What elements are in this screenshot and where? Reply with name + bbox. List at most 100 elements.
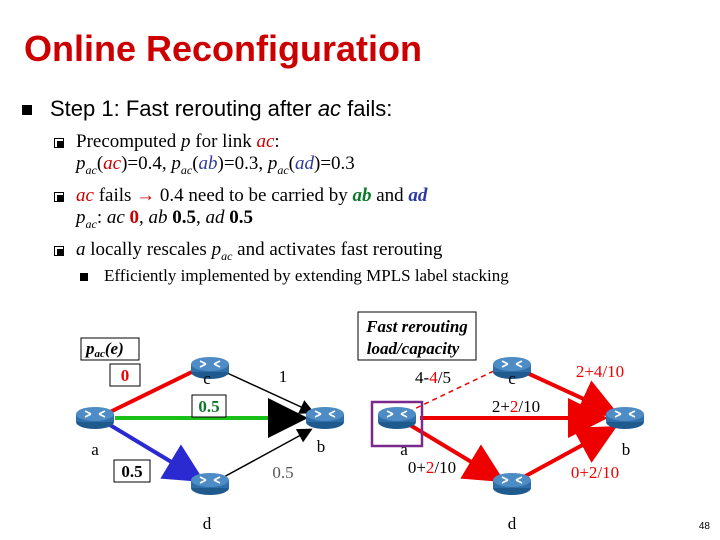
edge-left-ac [109, 366, 201, 414]
text: ( [288, 153, 295, 174]
router-left-a-icon [75, 406, 115, 430]
left-cb-value: 1 [279, 367, 288, 386]
left-node-c: c [203, 369, 211, 388]
bullet-square [22, 105, 32, 116]
text: Precomputed [76, 131, 182, 152]
text: )=0.4, [121, 153, 172, 174]
legend-p: pac(e) [84, 339, 124, 360]
bullet-2-line-1: ac fails → 0.4 need to be carried by ab … [76, 185, 427, 207]
text: )=0.3, [217, 153, 268, 174]
text: p [76, 153, 86, 174]
left-ad-value: 0.5 [121, 462, 142, 481]
step-ac: ac [317, 96, 342, 121]
text: ab [352, 185, 372, 206]
edge-right-ad [408, 423, 505, 483]
text: )=0.3 [314, 153, 355, 174]
router-left-d-icon [190, 472, 230, 496]
bullet-1-line-1: Precomputed p for link ac: [76, 131, 280, 153]
left-ab-value: 0.5 [198, 397, 219, 416]
text: ad [408, 185, 428, 206]
sub-bullet-text: Efficiently implemented by extending MPL… [104, 266, 509, 285]
bullet-checkbox-3 [54, 246, 64, 256]
text: a [76, 239, 86, 260]
text: 0.4 need to be carried by [155, 185, 353, 206]
text: ab [148, 207, 168, 228]
left-ac-value: 0 [121, 366, 130, 385]
edge-right-ac [407, 367, 501, 413]
right-node-d: d [508, 514, 517, 533]
text: ab [198, 153, 218, 174]
bullet-checkbox-1 [54, 138, 64, 148]
load-capacity-label: load/capacity [367, 339, 460, 358]
left-ab-value-box [191, 394, 227, 418]
router-right-b-icon [605, 406, 645, 430]
text: ac [85, 216, 97, 231]
node-a-highlight [370, 400, 424, 448]
text: 0.5 [167, 207, 197, 228]
text: and activates fast rerouting [232, 239, 443, 260]
text: ( [96, 153, 104, 174]
bullet-3-line: a locally rescales pac and activates fas… [76, 239, 442, 267]
left-db-value: 0.5 [272, 463, 293, 482]
right-node-b: b [622, 440, 631, 459]
page-number: 48 [698, 521, 710, 532]
text: locally rescales [85, 239, 212, 260]
left-node-b: b [317, 437, 326, 456]
text: p [171, 153, 181, 174]
step-text: Step 1: Fast rerouting after [50, 96, 318, 121]
right-ab-value: 2+2/10 [492, 397, 540, 416]
fast-rerouting-label: Fast rerouting [365, 317, 468, 336]
text: ac [180, 162, 193, 177]
text: ( [192, 153, 199, 174]
text: ac [85, 162, 97, 177]
left-node-d: d [203, 514, 212, 533]
text: : [96, 207, 107, 228]
router-right-a-icon [377, 406, 417, 430]
text: ac [256, 131, 275, 152]
text: 0.5 [224, 207, 254, 228]
text: ac [106, 207, 125, 228]
sub-bullet-square [80, 273, 88, 281]
text: and [371, 185, 409, 206]
text: ad [295, 153, 314, 174]
text: p [181, 131, 191, 152]
text: fails [93, 185, 137, 206]
bullet-1-line-2: pac(ac)=0.4, pac(ab)=0.3, pac(ad)=0.3 [76, 153, 355, 181]
right-node-c: c [508, 369, 516, 388]
left-node-a: a [91, 440, 99, 459]
edge-left-db [221, 428, 313, 479]
text: ad [205, 207, 225, 228]
text: , [139, 207, 149, 228]
text: ac [221, 248, 233, 263]
text: 0 [124, 207, 140, 228]
edge-left-cb [224, 371, 315, 414]
left-ad-value-box [113, 459, 151, 483]
right-ac-value: 4-4/5 [415, 368, 451, 387]
text: p [211, 239, 222, 260]
text: : [274, 131, 280, 152]
right-node-a: a [400, 440, 408, 459]
slide-title: Online Reconfiguration [24, 28, 423, 69]
text: for link [190, 131, 257, 152]
text: ac [76, 185, 94, 206]
legend-box [80, 337, 140, 361]
text: p [76, 207, 86, 228]
text: ac [277, 162, 289, 177]
right-cb-value: 2+4/10 [576, 362, 624, 381]
edge-right-db [521, 426, 618, 480]
step-end: fails: [341, 96, 393, 121]
right-db-value: 0+2/10 [571, 463, 619, 482]
router-left-b-icon [305, 406, 345, 430]
bullet-checkbox-2 [54, 192, 64, 202]
text: p [267, 153, 278, 174]
step-heading: Step 1: Fast rerouting after ac fails: [22, 96, 392, 122]
arrow-icon: → [136, 185, 156, 206]
text: ac [103, 153, 122, 174]
fast-rerouting-box [357, 311, 477, 361]
bullet-2-line-2: pac: ac 0, ab 0.5, ad 0.5 [76, 207, 253, 235]
text: , [196, 207, 206, 228]
edge-left-ad [108, 423, 205, 483]
router-right-d-icon [492, 472, 532, 496]
left-ac-value-box [109, 363, 141, 387]
